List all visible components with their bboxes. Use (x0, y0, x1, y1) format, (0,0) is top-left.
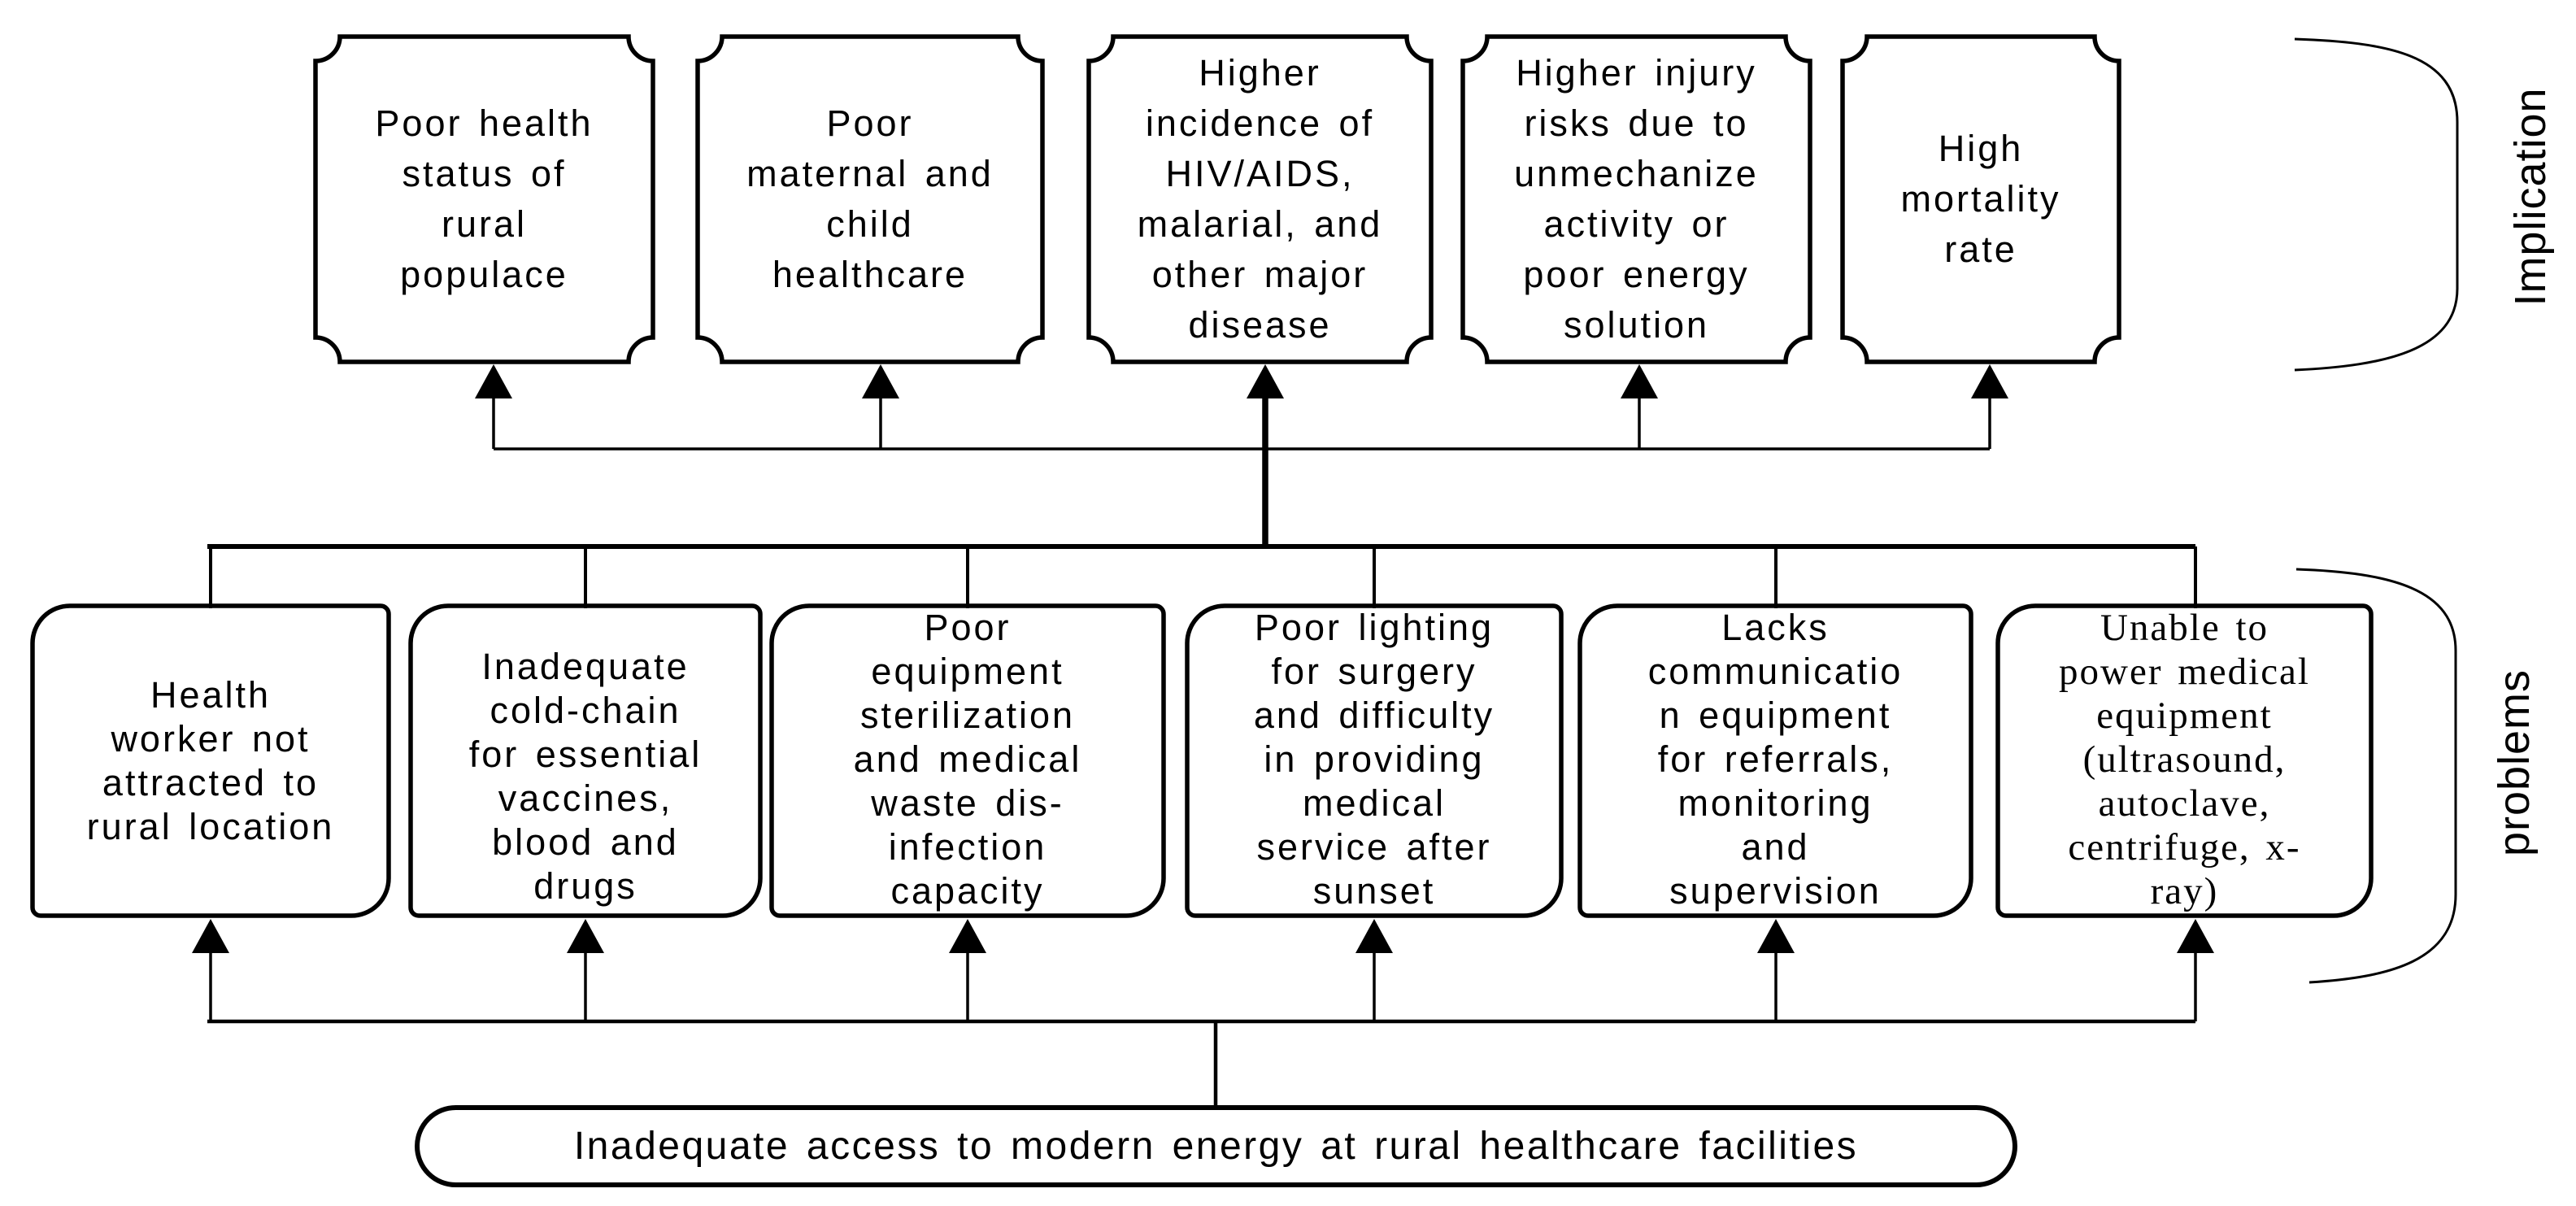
problem-box-3: Poor equipment sterilization and medical… (772, 606, 1164, 916)
problem-box-5-outline (1580, 606, 1971, 916)
arrow-up-icon (862, 364, 899, 398)
problem-box-5-label: Lacks communicatio n equipment for refer… (1647, 607, 1904, 912)
problems-bracket (2296, 569, 2456, 982)
implication-box-5-label: High mortality rate (1900, 128, 2061, 270)
arrow-up-icon (949, 919, 986, 953)
implication-box-3: Higher incidence of HIV/AIDS, malarial, … (1089, 37, 1431, 362)
problem-box-3-label: Poor equipment sterilization and medical… (853, 607, 1082, 912)
arrow-up-icon (1757, 919, 1795, 953)
implication-box-4-label: Higher injury risks due to unmechanize a… (1514, 52, 1759, 346)
implication-box-outlines (315, 37, 2119, 362)
implication-box-2-label: Poor maternal and child healthcare (746, 102, 994, 295)
problem-box-1: Health worker not attracted to rural loc… (33, 606, 389, 916)
lower-connector (192, 919, 2214, 1108)
implication-box-2-outline (698, 37, 1042, 362)
implication-box-3-outline (1089, 37, 1431, 362)
problem-box-1-label: Health worker not attracted to rural loc… (86, 673, 335, 847)
implication-box-4: Higher injury risks due to unmechanize a… (1463, 37, 1810, 362)
root-cause-label: Inadequate access to modern energy at ru… (573, 1125, 1859, 1168)
arrow-up-icon (475, 364, 512, 398)
implication-box-1-outline (315, 37, 653, 362)
implication-side-label: Implication (2506, 87, 2555, 307)
implication-box-4-outline (1463, 37, 1810, 362)
problem-box-2-outline (411, 606, 760, 916)
implication-box-5-outline (1843, 37, 2119, 362)
implication-box-1-label: Poor health status of rural populace (375, 102, 594, 295)
arrow-up-icon (1971, 364, 2008, 398)
arrow-up-icon (2177, 919, 2214, 953)
problem-box-3-outline (772, 606, 1164, 916)
arrow-up-icon (567, 919, 604, 953)
implication-box-3-label: Higher incidence of HIV/AIDS, malarial, … (1137, 52, 1383, 346)
problem-box-6: Unable to power medical equipment (ultra… (1998, 606, 2371, 916)
problem-box-6-outline (1998, 606, 2371, 916)
problems-side-label: problems (2490, 668, 2539, 857)
implication-box-5: High mortality rate (1843, 37, 2119, 362)
implication-bracket (2295, 39, 2457, 370)
arrow-up-icon (1355, 919, 1393, 953)
implication-box-2: Poor maternal and child healthcare (698, 37, 1042, 362)
problem-box-4-label: Poor lighting for surgery and difficulty… (1253, 607, 1495, 912)
problem-box-6-label: Unable to power medical equipment (ultra… (2059, 607, 2310, 912)
arrow-up-icon (192, 919, 229, 953)
problem-box-5: Lacks communicatio n equipment for refer… (1580, 606, 1971, 916)
root-cause-box: Inadequate access to modern energy at ru… (417, 1108, 2015, 1185)
problem-box-4-outline (1187, 606, 1561, 916)
problem-box-2-label: Inadequate cold-chain for essential vacc… (468, 646, 703, 907)
problem-box-1-outline (33, 606, 389, 916)
problem-box-4: Poor lighting for surgery and difficulty… (1187, 606, 1561, 916)
upper-connector (207, 364, 2195, 608)
arrow-up-icon (1621, 364, 1658, 398)
problem-box-outlines (33, 606, 2371, 916)
implication-box-1: Poor health status of rural populace (315, 37, 653, 362)
problem-box-2: Inadequate cold-chain for essential vacc… (411, 606, 760, 916)
arrow-up-icon (1247, 364, 1284, 398)
